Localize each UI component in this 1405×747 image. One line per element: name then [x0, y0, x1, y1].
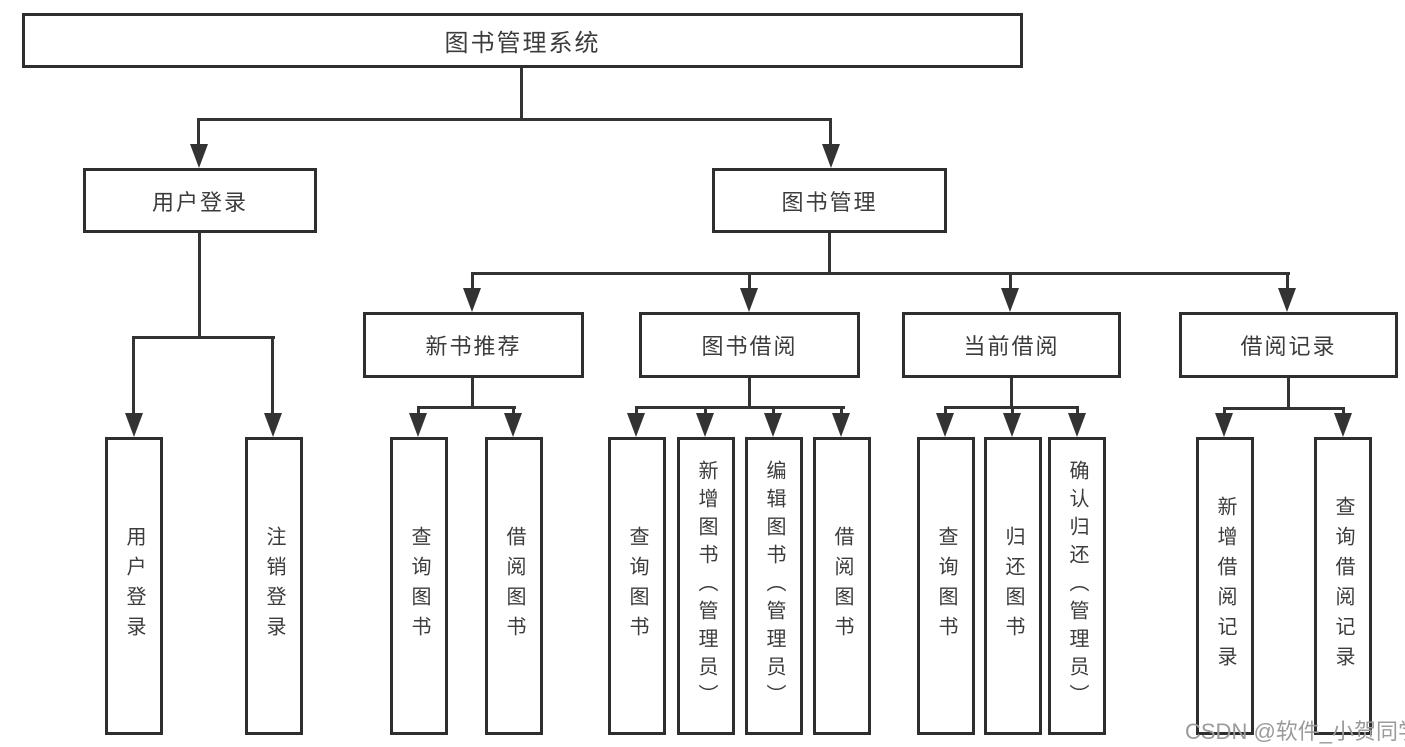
connector-line [944, 406, 947, 414]
connector-line [840, 406, 843, 414]
arrow-down-icon [264, 413, 282, 437]
leaf-confirm-return-admin: 确认归还（管理员） [1048, 437, 1106, 735]
connector-line [417, 406, 516, 409]
leaf-query-books: 查询图书 [917, 437, 975, 735]
arrow-down-icon [627, 413, 645, 437]
arrow-down-icon [1068, 413, 1086, 437]
csdn-watermark: CSDN @软件_小贺同学 [1185, 719, 1405, 744]
connector-line [635, 406, 845, 409]
connector-line [471, 378, 474, 406]
connector-line [198, 233, 201, 336]
connector-line [1011, 406, 1014, 414]
arrow-down-icon [1215, 413, 1233, 437]
connector-line [1076, 406, 1079, 414]
connector-line [417, 406, 420, 414]
arrow-down-icon [463, 288, 481, 312]
node-label: 借阅记录 [1240, 334, 1337, 359]
connector-line [512, 406, 515, 414]
leaf-label: 查询图书 [408, 526, 430, 646]
arrow-down-icon [696, 413, 714, 437]
arrow-down-icon [1334, 413, 1352, 437]
connector-line [197, 118, 200, 146]
node-label: 新书推荐 [425, 334, 522, 359]
arrow-down-icon [1003, 413, 1021, 437]
connector-line [271, 336, 274, 414]
leaf-label: 编辑图书（管理员） [763, 460, 785, 712]
leaf-label: 查询图书 [626, 526, 648, 646]
connector-line [471, 272, 474, 290]
leaf-query-books: 查询图书 [608, 437, 666, 735]
leaf-user-login: 用户登录 [105, 437, 163, 735]
connector-line [1223, 407, 1226, 414]
connector-line [748, 378, 751, 406]
leaf-add-books-admin: 新增图书（管理员） [677, 437, 735, 735]
leaf-label: 注销登录 [263, 526, 285, 646]
arrow-down-icon [764, 413, 782, 437]
leaf-logout: 注销登录 [245, 437, 303, 735]
node-label: 图书管理 [781, 189, 878, 215]
leaf-borrow-books: 借阅图书 [485, 437, 543, 735]
leaf-add-borrow-record: 新增借阅记录 [1196, 437, 1254, 735]
leaf-label: 查询图书 [935, 526, 957, 646]
connector-line [1010, 378, 1013, 406]
arrow-down-icon [822, 144, 840, 168]
node-book-borrowing: 图书借阅 [639, 312, 860, 378]
node-book-management: 图书管理 [712, 168, 947, 233]
node-new-book-recommend: 新书推荐 [363, 312, 584, 378]
connector-line [132, 336, 275, 339]
arrow-down-icon [504, 413, 522, 437]
connector-line [748, 272, 751, 290]
leaf-query-borrow-record: 查询借阅记录 [1314, 437, 1372, 735]
connector-line [520, 68, 523, 118]
leaf-label: 确认归还（管理员） [1066, 460, 1088, 712]
connector-line [1286, 272, 1289, 290]
arrow-down-icon [1001, 288, 1019, 312]
arrow-down-icon [740, 288, 758, 312]
leaf-query-books: 查询图书 [390, 437, 448, 735]
leaf-edit-books-admin: 编辑图书（管理员） [745, 437, 803, 735]
leaf-label: 新增图书（管理员） [695, 460, 717, 712]
node-user-login: 用户登录 [83, 168, 317, 233]
leaf-label: 查询借阅记录 [1332, 496, 1354, 676]
node-label: 图书借阅 [701, 334, 798, 359]
arrow-down-icon [409, 413, 427, 437]
leaf-label: 新增借阅记录 [1214, 496, 1236, 676]
leaf-label: 归还图书 [1002, 526, 1024, 646]
leaf-borrow-books: 借阅图书 [813, 437, 871, 735]
node-label: 用户登录 [151, 189, 248, 215]
connector-line [635, 406, 638, 414]
connector-line [772, 406, 775, 414]
node-label: 图书管理系统 [444, 30, 601, 57]
arrow-down-icon [936, 413, 954, 437]
node-borrow-records: 借阅记录 [1179, 312, 1398, 378]
connector-line [704, 406, 707, 414]
node-library-management-system: 图书管理系统 [22, 13, 1023, 68]
connector-line [829, 118, 832, 146]
node-current-borrowing: 当前借阅 [902, 312, 1121, 378]
arrow-down-icon [1278, 288, 1296, 312]
connector-line [1223, 407, 1345, 410]
connector-line [471, 272, 1290, 275]
leaf-label: 借阅图书 [503, 526, 525, 646]
connector-line [1287, 378, 1290, 407]
leaf-label: 借阅图书 [831, 526, 853, 646]
connector-line [1342, 407, 1345, 414]
connector-line [197, 118, 832, 121]
connector-line [828, 233, 831, 272]
connector-line [1009, 272, 1012, 290]
leaf-return-books: 归还图书 [984, 437, 1042, 735]
arrow-down-icon [832, 413, 850, 437]
leaf-label: 用户登录 [123, 526, 145, 646]
arrow-down-icon [190, 144, 208, 168]
node-label: 当前借阅 [963, 334, 1060, 359]
connector-line [132, 336, 135, 414]
arrow-down-icon [125, 413, 143, 437]
